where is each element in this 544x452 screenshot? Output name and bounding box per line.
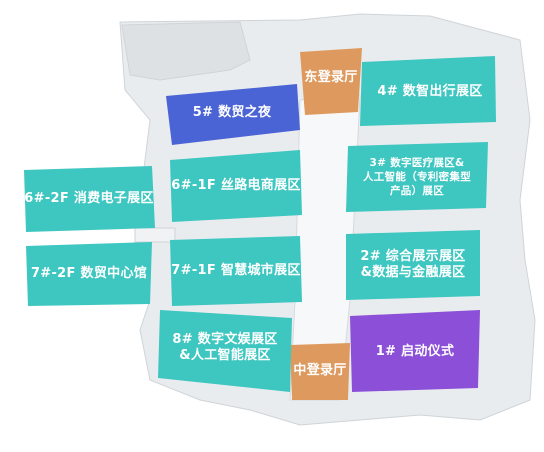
hall8-label-line2: &人工智能展区 — [179, 348, 271, 363]
hall6-2f-label: 6#-2F 消费电子展区 — [24, 191, 154, 206]
hall3-label: 3# 数字医疗展区& 人工智能（专利密集型 产品）展区 — [363, 156, 471, 198]
hall7-1f-label: 7#-1F 智慧城市展区 — [171, 263, 301, 278]
hall3-shape[interactable] — [346, 142, 488, 212]
east-lobby-shape — [300, 48, 362, 115]
hall2-label-line1: 2# 综合展示展区 — [360, 249, 466, 264]
hall8-label: 8# 数字文娱展区 &人工智能展区 — [172, 332, 277, 364]
hall3-label-line2: 人工智能（专利密集型 — [363, 171, 471, 183]
hall1-label: 1# 启动仪式 — [375, 344, 455, 359]
site-block-top-left — [121, 21, 251, 81]
hall7-1f-shape[interactable] — [170, 236, 302, 306]
east-lobby-label: 东登录厅 — [304, 70, 358, 85]
hall4-label: 4# 数智出行展区 — [377, 84, 483, 99]
west-bridge — [134, 227, 176, 243]
middle-lobby-label: 中登录厅 — [293, 363, 347, 378]
hall7-2f-shape[interactable] — [26, 242, 152, 306]
hall2-label: 2# 综合展示展区 &数据与金融展区 — [360, 249, 465, 281]
hall4-shape[interactable] — [360, 56, 496, 126]
hall8-label-line1: 8# 数字文娱展区 — [172, 332, 278, 347]
hall2-shape[interactable] — [346, 230, 480, 300]
hall3-label-line3: 产品）展区 — [390, 185, 444, 197]
hall3-label-line1: 3# 数字医疗展区& — [369, 157, 465, 169]
hall5-shape[interactable] — [166, 84, 300, 145]
hall6-1f-shape[interactable] — [170, 150, 302, 222]
hall2-label-line2: &数据与金融展区 — [360, 265, 466, 280]
hall5-label: 5# 数贸之夜 — [192, 105, 272, 120]
hall1-shape[interactable] — [350, 310, 480, 392]
hall7-2f-label: 7#-2F 数贸中心馆 — [30, 266, 148, 281]
hall6-2f-shape[interactable] — [24, 166, 155, 232]
hall6-1f-label: 6#-1F 丝路电商展区 — [171, 178, 301, 193]
middle-lobby-shape — [290, 343, 350, 400]
hall8-shape[interactable] — [158, 310, 292, 392]
